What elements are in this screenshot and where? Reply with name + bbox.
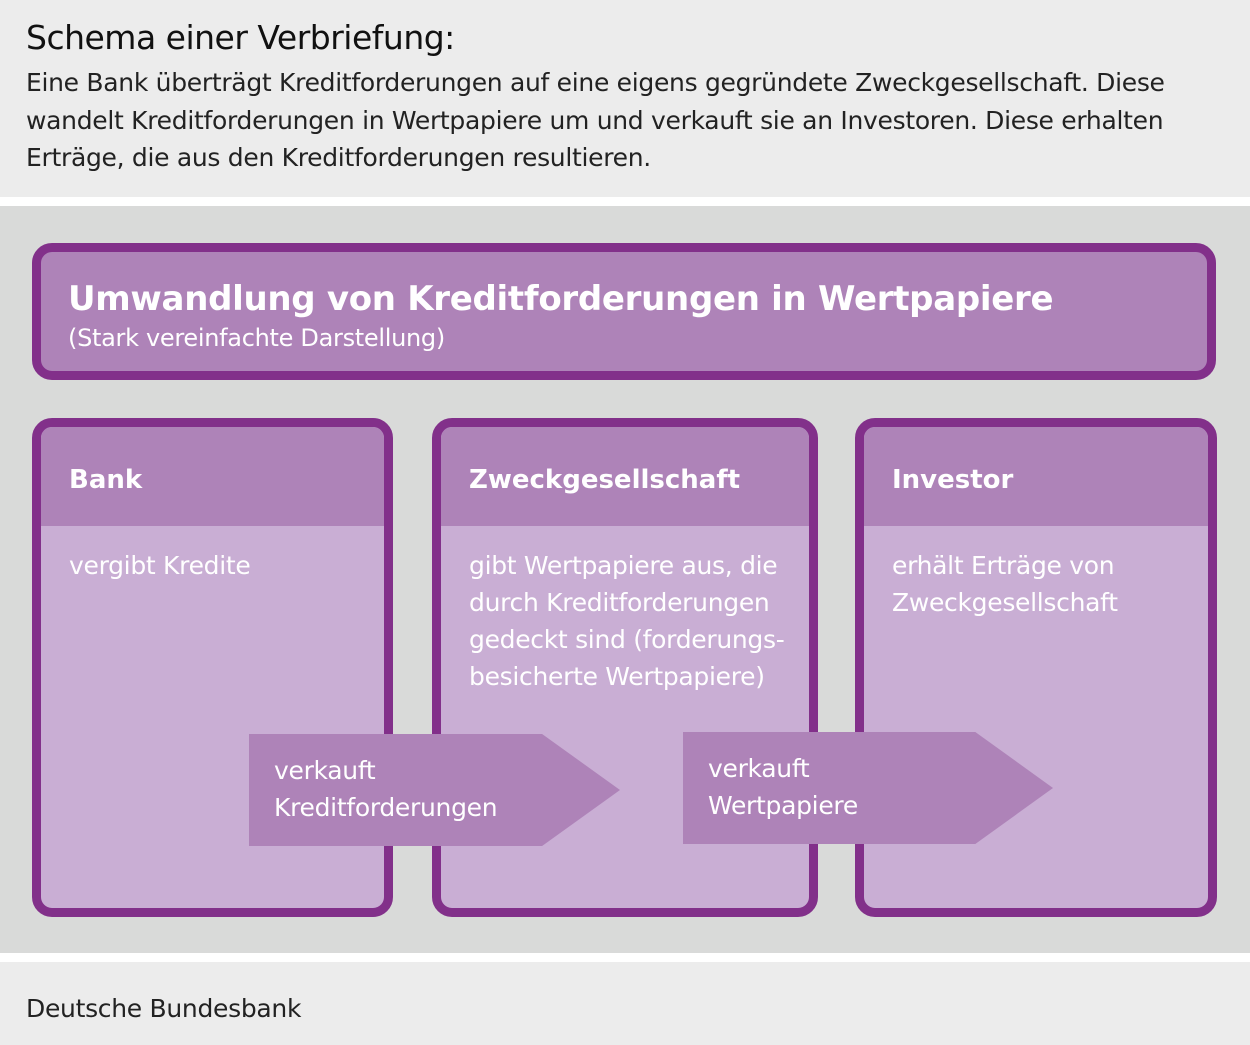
intro-text: Eine Bank überträgt Kreditforderungen au…	[26, 68, 1165, 172]
header-section: Schema einer Verbriefung: Eine Bank über…	[0, 0, 1250, 197]
column-body: vergibt Kredite	[69, 551, 251, 580]
column-title: Bank	[69, 465, 143, 495]
source-label: Deutsche Bundesbank	[26, 994, 302, 1023]
column-title: Investor	[892, 465, 1014, 495]
column-header: Zweckgesellschaft	[441, 427, 809, 526]
arrow-label-line1: verkauft	[708, 754, 810, 783]
arrow-label-line2: Wertpapiere	[708, 791, 858, 820]
banner-title: Umwandlung von Kreditforderungen in Wert…	[68, 279, 1054, 319]
banner-subtitle: (Stark vereinfachte Darstellung)	[68, 324, 445, 352]
column-zweckgesellschaft: Zweckgesellschaft gibt Wertpapiere aus, …	[432, 418, 818, 917]
arrow-label-line1: verkauft	[274, 756, 376, 785]
column-title: Zweckgesellschaft	[469, 465, 741, 495]
column-body: gibt Wertpapiere aus, die durch Kreditfo…	[469, 551, 785, 691]
column-header: Bank	[41, 427, 384, 526]
arrow-label-line2: Kreditforderungen	[274, 793, 498, 822]
page-title: Schema einer Verbriefung:	[26, 18, 455, 57]
footer-section	[0, 962, 1250, 1045]
column-header: Investor	[864, 427, 1208, 526]
column-bank: Bank vergibt Kredite	[32, 418, 393, 917]
column-body: erhält Erträge von Zweckgesellschaft	[892, 551, 1118, 617]
banner-box: Umwandlung von Kreditforderungen in Wert…	[32, 243, 1216, 380]
